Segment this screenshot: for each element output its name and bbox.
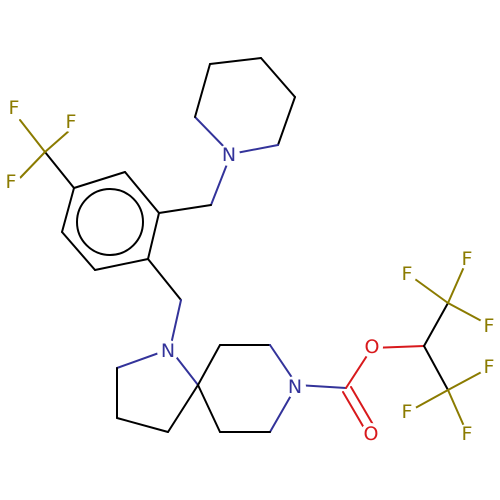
bond bbox=[209, 57, 262, 65]
atom-label: F bbox=[66, 111, 77, 133]
atom-label-layer: F F F N N N O bbox=[1, 97, 499, 445]
bond bbox=[277, 96, 296, 146]
atom-label: F bbox=[9, 97, 20, 119]
atom-o-ester: O bbox=[361, 336, 383, 358]
bond bbox=[44, 129, 71, 153]
bond bbox=[197, 384, 221, 433]
atom-f-hfip-e: F bbox=[397, 401, 417, 423]
bond bbox=[19, 119, 46, 153]
bond bbox=[260, 57, 296, 98]
atom-label: F bbox=[484, 315, 495, 337]
atom-f-hfip-f: F bbox=[457, 423, 477, 445]
aromatic-ring-circle bbox=[76, 188, 144, 256]
bond bbox=[423, 345, 449, 391]
bond bbox=[94, 258, 149, 271]
atom-label: F bbox=[462, 248, 473, 270]
bond bbox=[197, 344, 221, 386]
bond bbox=[147, 212, 160, 260]
atom-label: F bbox=[402, 263, 413, 285]
bond bbox=[194, 63, 211, 118]
atom-label: F bbox=[484, 356, 495, 378]
bond bbox=[116, 417, 169, 433]
atom-label: N bbox=[288, 376, 302, 398]
atom-label: F bbox=[462, 423, 473, 445]
atom-f-hfip-d: F bbox=[479, 356, 499, 378]
bond bbox=[342, 391, 368, 434]
atom-label: O bbox=[365, 336, 380, 358]
atom-f-hfip-c: F bbox=[479, 315, 499, 337]
atom-n-pyrrolidine: N bbox=[157, 340, 179, 362]
atom-label: N bbox=[161, 340, 175, 362]
bond bbox=[167, 384, 199, 433]
atom-label: F bbox=[402, 401, 413, 423]
bond bbox=[61, 231, 96, 271]
atom-n-piperidine: N bbox=[218, 144, 240, 166]
bond bbox=[73, 171, 126, 189]
atom-o-carbonyl: O bbox=[360, 423, 382, 445]
atom-f-cf3-b: F bbox=[61, 111, 81, 133]
bond bbox=[44, 151, 75, 189]
atom-label: F bbox=[6, 171, 17, 193]
bond bbox=[124, 171, 160, 214]
bond bbox=[19, 151, 46, 179]
atom-f-hfip-b: F bbox=[457, 248, 477, 270]
atom-f-hfip-a: F bbox=[397, 263, 417, 285]
atom-f-cf3-c: F bbox=[1, 171, 21, 193]
atom-f-cf3-a: F bbox=[4, 97, 24, 119]
bond bbox=[350, 386, 376, 429]
bond bbox=[61, 187, 75, 233]
bond bbox=[158, 204, 212, 214]
atom-label: N bbox=[222, 144, 236, 166]
bond-layer bbox=[19, 57, 490, 434]
bond bbox=[423, 302, 449, 347]
atom-n-piperidine-spiro: N bbox=[284, 376, 306, 398]
bond bbox=[147, 258, 182, 301]
atom-label: O bbox=[364, 423, 379, 445]
